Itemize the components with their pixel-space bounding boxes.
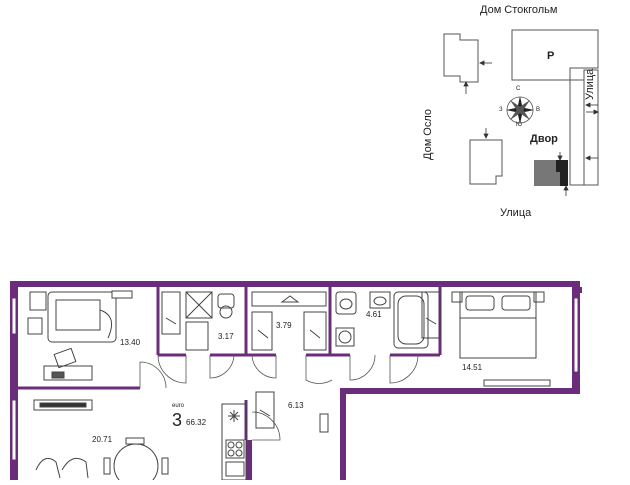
radiator-icon [319,413,329,433]
washing-machine-icon [335,327,355,347]
chair-icon [103,457,111,475]
area-kitchen-living: 20.71 [92,435,113,444]
nightstand-icon [451,291,463,303]
dining-table-icon [113,443,159,485]
area-wardrobe: 3.79 [276,321,292,330]
chair-icon [125,437,145,445]
lounge-chair-icon [35,457,61,479]
compass-north: С [516,86,521,92]
wardrobe-icon [251,311,273,351]
hanger-icon [165,317,177,325]
dresser-icon [483,379,551,387]
label-street-bottom: Улица [500,207,532,219]
armchair-icon [29,291,47,311]
nightstand-icon [533,291,545,303]
room-count: 3 [172,410,183,430]
wardrobe-icon [303,311,327,351]
desk-chair-icon [53,347,77,369]
euro-label: euro [172,403,185,409]
label-building-stockholm: Дом Стокгольм [480,4,558,16]
label-courtyard: Двор [530,133,558,145]
wardrobe-icon [161,291,181,335]
tv-icon [39,402,87,408]
building-oslo-outline [469,139,503,185]
cabinet-icon [185,321,209,351]
sofa-icon [47,291,117,343]
desk-icon [43,365,93,381]
area-bath-small: 3.17 [218,332,234,341]
lounge-chair-icon [61,457,89,479]
total-area: 66.32 [186,418,207,427]
tv-icon [111,290,133,299]
site-plan [443,29,599,186]
wardrobe-icon [255,391,275,429]
site-entrance-arrows [463,60,599,196]
area-hall: 6.13 [288,401,304,410]
laptop-icon [51,371,65,379]
compass-west: З [499,107,503,113]
hanger-icon [259,409,271,417]
wardrobe-icon [421,291,441,339]
hanger-icon [257,329,269,339]
hanger-icon [425,317,437,325]
toilet-icon [335,291,357,315]
building-right-strip-2 [583,69,599,186]
fridge-snowflake-icon [228,410,240,422]
doors [139,354,419,441]
bathtub-icon [393,291,429,349]
shower-icon [185,291,213,319]
hanger-icon [309,329,321,339]
furniture [27,290,551,485]
area-living: 13.40 [120,338,141,347]
windows [11,297,579,461]
compass-south: Ю [516,122,523,128]
building-right-strip [569,79,585,186]
chair-icon [27,317,43,335]
compass-rose-icon [506,96,534,124]
courtyard-building-dark [556,160,568,186]
building-left-outline [443,33,479,83]
hanger-icon [280,295,300,303]
tv-stand-icon [33,399,93,411]
label-street-right: Улица [584,68,596,100]
sink-icon [369,291,391,309]
stove-icon [225,439,245,459]
compass-east: В [536,107,541,113]
building-stockholm-outline [511,29,599,81]
label-building-oslo: Дом Осло [422,108,434,160]
sink-icon [225,461,245,477]
area-bedroom: 14.51 [462,363,483,372]
toilet-icon [217,293,235,309]
wardrobe-rail-icon [251,291,327,307]
bed-icon [459,291,537,359]
area-bath-large: 4.61 [366,310,382,319]
label-parking: P [547,50,555,62]
chair-icon [161,457,169,475]
